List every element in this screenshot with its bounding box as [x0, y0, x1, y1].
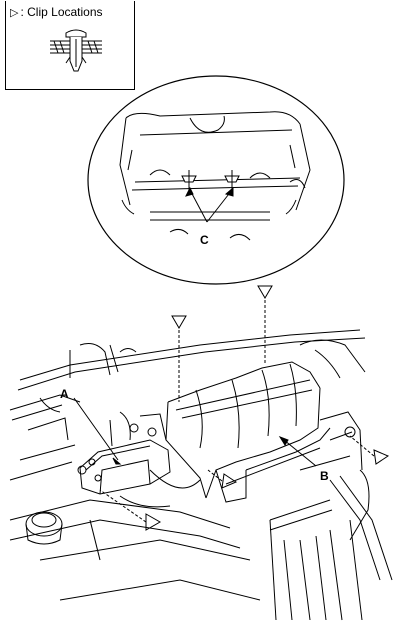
clip-marker-bottom	[99, 489, 162, 531]
legend-label: : Clip Locations	[20, 5, 103, 19]
detail-clip-right	[224, 170, 240, 190]
label-c-leaders	[185, 186, 234, 223]
triangle-marker-icon: ▷	[10, 7, 19, 19]
detail-view-interior	[119, 111, 311, 241]
label-b: B	[320, 469, 329, 483]
legend-caption: ▷: Clip Locations	[10, 5, 103, 19]
detail-clip-left	[181, 170, 197, 190]
clip-marker-center	[207, 469, 238, 489]
clip-icon	[50, 29, 102, 72]
clip-marker-upper-left	[171, 315, 187, 402]
label-a-leader	[73, 397, 122, 465]
engine-compartment	[9, 329, 393, 621]
clip-marker-top	[257, 285, 273, 365]
clip-marker-right	[349, 435, 390, 465]
legend-box: ▷: Clip Locations	[5, 1, 135, 90]
label-a: A	[60, 387, 69, 401]
detail-ellipse	[87, 75, 345, 285]
label-c: C	[200, 233, 209, 247]
label-b-leader	[278, 436, 317, 467]
